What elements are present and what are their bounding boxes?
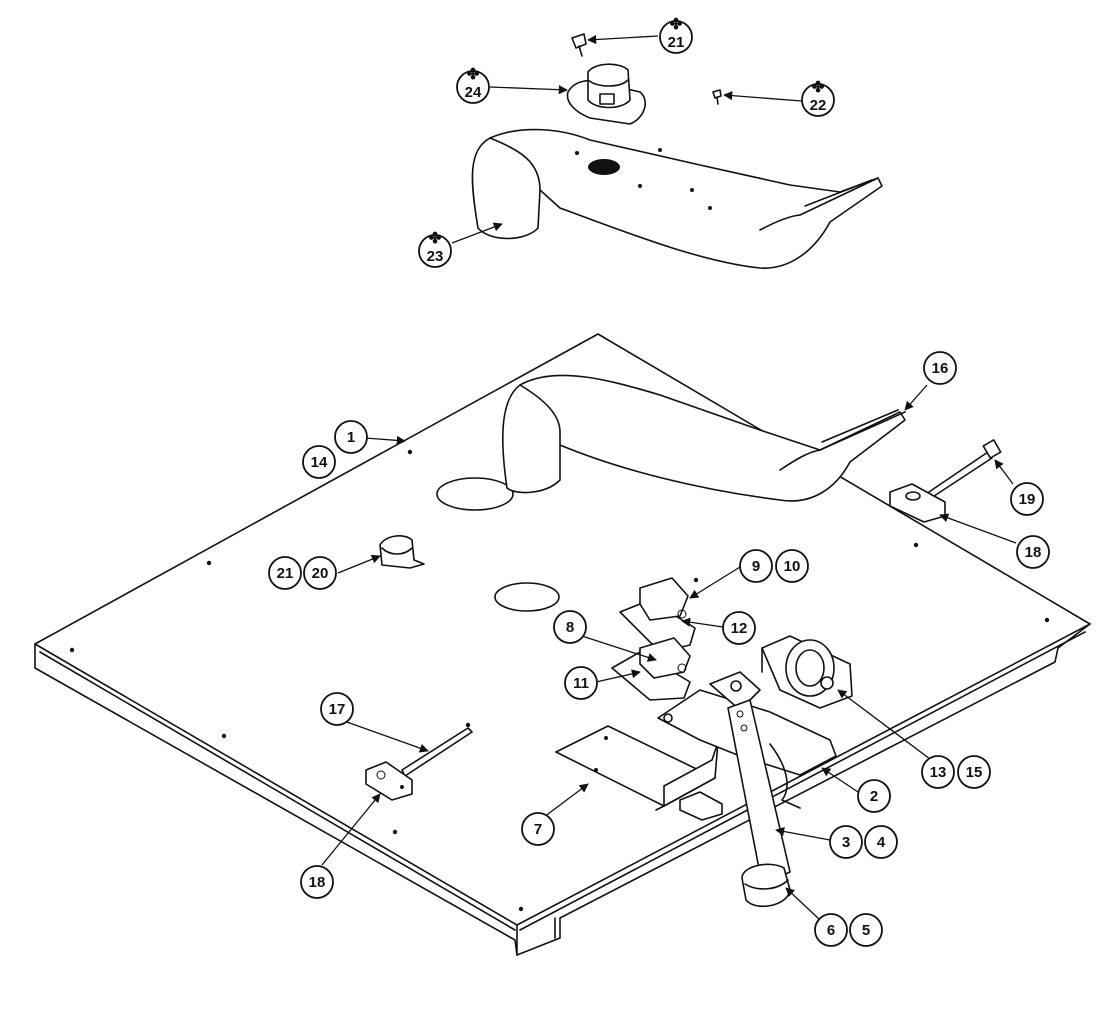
callout-12: 12 xyxy=(722,611,756,645)
switch-20 xyxy=(379,535,425,569)
lever-3 xyxy=(727,699,791,885)
callout-2: 2 xyxy=(857,779,891,813)
screw-21-top xyxy=(571,33,587,57)
svg-text:13: 13 xyxy=(930,764,947,781)
svg-text:18: 18 xyxy=(1025,544,1042,561)
svg-text:24: 24 xyxy=(465,84,482,101)
svg-text:20: 20 xyxy=(312,565,329,582)
svg-text:✤: ✤ xyxy=(670,16,683,33)
callout-13: 13 xyxy=(921,755,955,789)
knob-5 xyxy=(741,863,791,908)
svg-text:16: 16 xyxy=(932,360,949,377)
callout-18-left: 18 xyxy=(300,865,334,899)
callout-8: 8 xyxy=(553,610,587,644)
svg-text:11: 11 xyxy=(573,675,589,692)
switch-8 xyxy=(611,637,691,701)
callout-10: 10 xyxy=(775,549,809,583)
svg-text:10: 10 xyxy=(784,558,801,575)
callout-1: 1 xyxy=(334,420,368,454)
svg-text:4: 4 xyxy=(877,834,886,851)
callout-14: 14 xyxy=(302,445,336,479)
switch-9-10 xyxy=(619,577,696,653)
svg-text:5: 5 xyxy=(862,922,870,939)
svg-text:17: 17 xyxy=(329,701,346,718)
svg-text:1: 1 xyxy=(347,429,355,446)
svg-text:8: 8 xyxy=(566,619,574,636)
svg-text:7: 7 xyxy=(534,821,542,838)
duct-16 xyxy=(501,374,906,502)
callout-21-lower: 21 xyxy=(268,556,302,590)
svg-text:21: 21 xyxy=(277,565,294,582)
screw-22 xyxy=(712,89,722,105)
solenoid-13 xyxy=(761,635,853,709)
svg-text:2: 2 xyxy=(870,788,878,805)
svg-text:3: 3 xyxy=(842,834,850,851)
svg-text:18: 18 xyxy=(309,874,326,891)
callout-18-right: 18 xyxy=(1016,535,1050,569)
callout-4: 4 xyxy=(864,825,898,859)
svg-text:22: 22 xyxy=(810,97,827,114)
callout-19: 19 xyxy=(1010,482,1044,516)
callout-7: 7 xyxy=(521,812,555,846)
callout-16: 16 xyxy=(923,351,957,385)
svg-text:✤: ✤ xyxy=(467,66,480,83)
bracket-18-left xyxy=(365,761,413,801)
svg-text:14: 14 xyxy=(311,454,328,471)
callout-15: 15 xyxy=(957,755,991,789)
replacement-duct-23 xyxy=(471,128,883,269)
callout-21-top: ✤21 xyxy=(659,16,693,54)
callout-22: ✤22 xyxy=(801,79,835,117)
thermostat-24 xyxy=(566,63,646,125)
sensor-19 xyxy=(922,439,1002,503)
callout-5: 5 xyxy=(849,913,883,947)
svg-text:✤: ✤ xyxy=(429,230,442,247)
svg-text:6: 6 xyxy=(827,922,835,939)
callout-3: 3 xyxy=(829,825,863,859)
callout-9: 9 xyxy=(739,549,773,583)
svg-text:19: 19 xyxy=(1019,491,1036,508)
leader-lines xyxy=(321,34,1017,921)
bracket-7 xyxy=(555,725,723,821)
callout-6: 6 xyxy=(814,913,848,947)
callout-20: 20 xyxy=(303,556,337,590)
callout-24: ✤24 xyxy=(456,66,490,104)
svg-text:9: 9 xyxy=(752,558,760,575)
callout-11: 11 xyxy=(564,666,598,700)
svg-text:12: 12 xyxy=(731,620,748,637)
svg-text:✤: ✤ xyxy=(812,79,825,96)
svg-text:15: 15 xyxy=(966,764,983,781)
callout-17: 17 xyxy=(320,692,354,726)
svg-text:23: 23 xyxy=(427,248,444,265)
callout-23: ✤23 xyxy=(418,230,452,268)
svg-text:21: 21 xyxy=(668,34,685,51)
